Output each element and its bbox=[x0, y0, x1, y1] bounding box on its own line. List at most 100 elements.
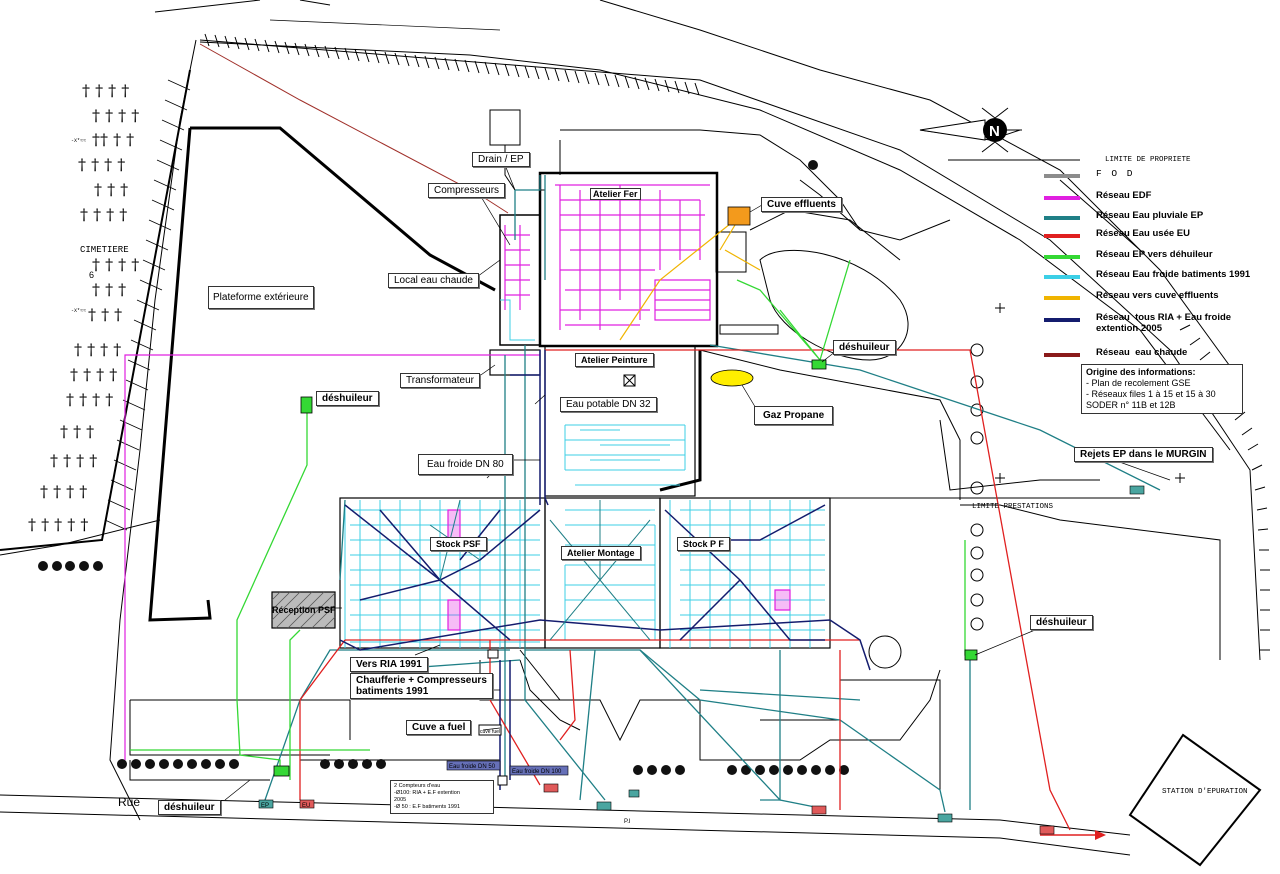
rue-label: Rue bbox=[118, 795, 140, 809]
drain-label: Drain / EP bbox=[472, 152, 530, 167]
cimetiere-number: 6 bbox=[89, 270, 95, 280]
transformateur-label: Transformateur bbox=[400, 373, 480, 388]
legend-label: Réseau Eau pluviale EP bbox=[1096, 210, 1204, 221]
svg-text:† † †: † † † bbox=[60, 422, 94, 441]
limite-prestations-label: LIMITE PRESTATIONS bbox=[972, 503, 1054, 511]
small-symbols bbox=[478, 324, 779, 786]
gaz-propane-tank bbox=[710, 369, 754, 387]
stock-pf-label: Stock P F bbox=[677, 537, 730, 551]
svg-text:-X*≈≈: -X*≈≈ bbox=[71, 138, 86, 144]
legend-label: Réseau vers cuve effluents bbox=[1096, 290, 1219, 301]
cemetery-crosses: † † † † † † † † †† † † † † † † † † † † †… bbox=[28, 81, 139, 534]
legend-swatch bbox=[1044, 318, 1080, 322]
origin-title: Origine des informations: bbox=[1086, 367, 1196, 377]
hollow-trees bbox=[868, 343, 984, 669]
origin-box: Origine des informations: - Plan de reco… bbox=[1081, 364, 1243, 414]
compass-letter: N bbox=[989, 123, 1000, 140]
legend-swatch bbox=[1044, 174, 1080, 178]
svg-text:† † † †: † † † † bbox=[92, 255, 139, 274]
deshuileur-top-label: déshuileur bbox=[833, 340, 896, 355]
site-outline bbox=[148, 126, 702, 622]
cuve-effluents-tank bbox=[727, 206, 751, 226]
origin-line: SODER n° 11B et 12B bbox=[1086, 400, 1176, 410]
compresseurs-label: Compresseurs bbox=[428, 183, 506, 198]
svg-text:† † † †: † † † † bbox=[66, 390, 113, 409]
reception-psf-label: Réception PSF bbox=[272, 605, 336, 615]
compass-icon bbox=[919, 107, 1022, 153]
legend-label: Réseau tous RIA + Eau froide extention 2… bbox=[1096, 312, 1232, 334]
origin-line: - Réseaux files 1 à 15 et 15 à 30 bbox=[1086, 389, 1216, 399]
effluents-network bbox=[619, 219, 761, 341]
deshuileur-network bbox=[130, 259, 975, 780]
svg-text:† † † †: † † † † bbox=[70, 365, 117, 384]
atelier-peinture-label: Atelier Peinture bbox=[575, 353, 654, 367]
cuve-effluents-label: Cuve effluents bbox=[761, 197, 842, 212]
local-eau-chaude-label: Local eau chaude bbox=[388, 273, 479, 288]
origin-line: - Plan de recolement GSE bbox=[1086, 378, 1191, 388]
legend-label: Réseau EP vers déhuileur bbox=[1096, 249, 1213, 260]
chaufferie-label: Chaufferie + Compresseurs batiments 1991 bbox=[350, 673, 493, 699]
pi-label: P.I bbox=[624, 819, 631, 825]
svg-text:† † † †: † † † † bbox=[78, 155, 125, 174]
legend-swatch bbox=[1044, 353, 1080, 357]
plus-markers bbox=[995, 303, 1185, 483]
vers-ria-label: Vers RIA 1991 bbox=[350, 657, 428, 672]
legend-label: Réseau Eau froide batiments 1991 bbox=[1096, 269, 1251, 280]
buildings bbox=[271, 171, 831, 649]
gaz-propane-label: Gaz Propane bbox=[754, 406, 834, 425]
cuve-fuel-label: Cuve a fuel bbox=[406, 720, 472, 735]
eau-froide-dn80-label: Eau froide DN 80 bbox=[418, 454, 513, 475]
svg-text:†† † †: †† † † bbox=[92, 130, 134, 149]
boundary-hatching bbox=[0, 33, 1270, 661]
network-tags bbox=[258, 485, 1145, 835]
legend-swatch bbox=[1044, 196, 1080, 200]
eau-froide-dn100-text: Eau froide DN 100 bbox=[512, 769, 562, 775]
legend-swatch bbox=[1044, 275, 1080, 279]
eu-network bbox=[299, 349, 1095, 836]
cemetery-small-marks: -X*≈≈ -X*≈≈ bbox=[71, 138, 86, 314]
svg-text:† † † †: † † † † bbox=[80, 205, 127, 224]
atelier-fer-label: Atelier Fer bbox=[590, 188, 641, 200]
eau-froide-dn50-text: Eau froide DN 50 bbox=[449, 764, 496, 770]
compteurs-box: 2 Compteurs d'eau -Ø100: RIA + E.F exten… bbox=[390, 780, 494, 814]
deshuileur-right-label: déshuileur bbox=[1030, 615, 1093, 630]
svg-text:† † † † †: † † † † † bbox=[28, 515, 88, 534]
hot-water-network bbox=[199, 43, 509, 214]
reception-hatch bbox=[271, 591, 336, 629]
deshuileur-left-label: déshuileur bbox=[316, 391, 379, 406]
legend-swatch bbox=[1044, 216, 1080, 220]
rejets-ep-label: Rejets EP dans le MURGIN bbox=[1074, 447, 1213, 462]
svg-text:† † † †: † † † † bbox=[92, 106, 139, 125]
legend-label: Réseau Eau usée EU bbox=[1096, 228, 1190, 239]
svg-text:† † †: † † † bbox=[92, 280, 126, 299]
eau-potable-label: Eau potable DN 32 bbox=[560, 397, 657, 412]
legend-swatch bbox=[1044, 255, 1080, 259]
property-boundary bbox=[109, 0, 1241, 821]
eu-tag-text: EU bbox=[302, 803, 310, 809]
station-label: STATION D'EPURATION bbox=[1162, 788, 1248, 796]
svg-text:† † †: † † † bbox=[94, 180, 128, 199]
callout-leaders bbox=[224, 164, 1171, 801]
limite-propriete-label: LIMITE DE PROPRIETE bbox=[1105, 156, 1191, 164]
ep-tag-text: EP bbox=[261, 803, 269, 809]
cimetiere-label: CIMETIERE bbox=[80, 245, 129, 255]
svg-text:† † † †: † † † † bbox=[40, 482, 87, 501]
station-epuration bbox=[1128, 733, 1262, 867]
svg-text:† † †: † † † bbox=[88, 305, 122, 324]
legend-swatch bbox=[1044, 234, 1080, 238]
ep-network bbox=[264, 175, 1161, 813]
legend-label: F O D bbox=[1096, 168, 1135, 179]
stock-psf-label: Stock PSF bbox=[430, 537, 487, 551]
svg-text:-X*≈≈: -X*≈≈ bbox=[71, 308, 86, 314]
plateforme-label: Plateforme extérieure bbox=[208, 286, 314, 309]
red-arrow bbox=[1095, 830, 1106, 840]
deshuileur-boxes bbox=[273, 359, 978, 777]
svg-text:† † † †: † † † † bbox=[82, 81, 129, 100]
svg-text:† † † †: † † † † bbox=[50, 451, 97, 470]
deshuileur-bottom-label: déshuileur bbox=[158, 800, 221, 815]
atelier-montage-label: Atelier Montage bbox=[561, 546, 641, 560]
legend-label: Réseau EDF bbox=[1096, 190, 1152, 201]
legend-swatch bbox=[1044, 296, 1080, 300]
svg-text:† † † †: † † † † bbox=[74, 340, 121, 359]
